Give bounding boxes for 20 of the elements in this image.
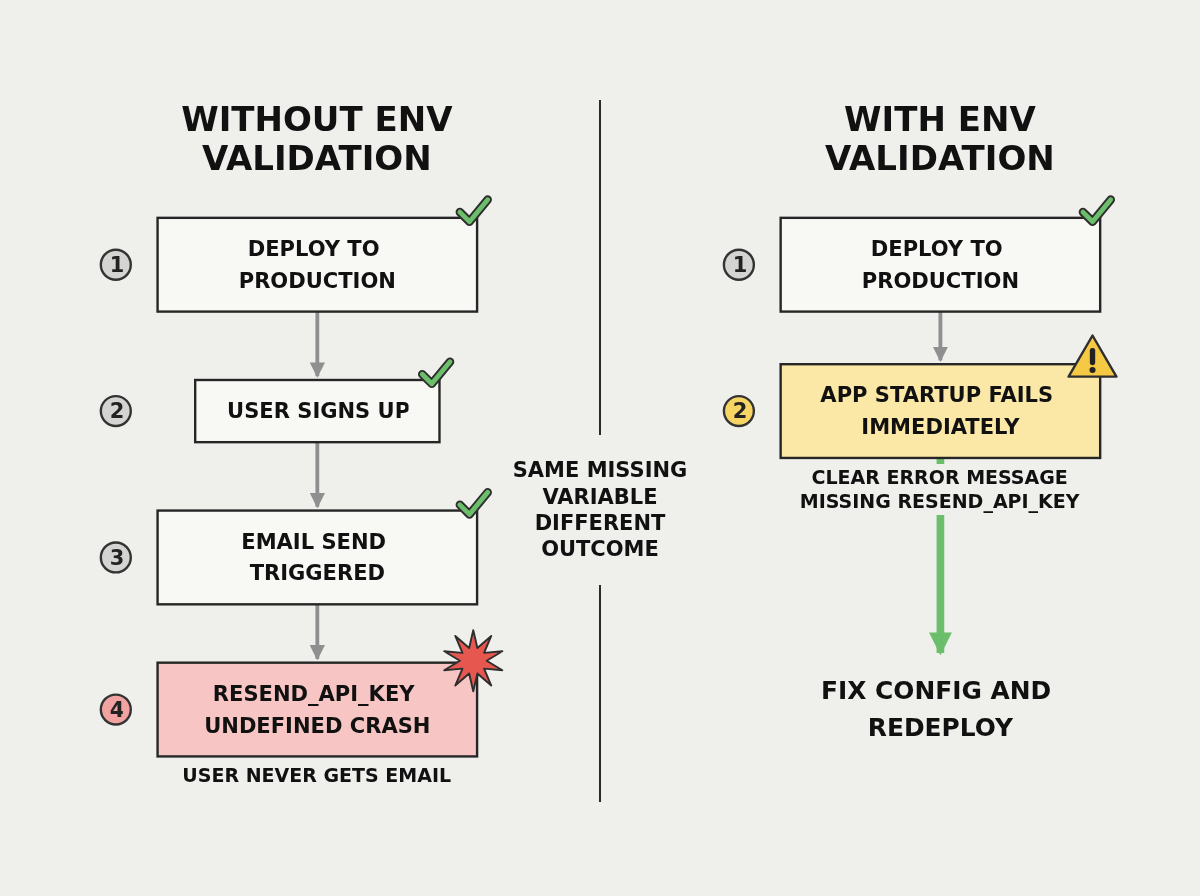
outcome-text: FIX CONFIG AND REDEPLOY — [819, 675, 1052, 745]
column-heading: WITH ENV VALIDATION — [824, 99, 1056, 178]
step-text: DEPLOY TO PRODUCTION — [237, 235, 397, 295]
step-number: 1 — [731, 251, 746, 279]
step-number: 2 — [731, 398, 746, 426]
step-number: 4 — [108, 696, 123, 724]
step-number: 3 — [108, 544, 123, 572]
step-text: RESEND_API_KEY UNDEFINED CRASH — [202, 680, 431, 740]
arrow — [309, 442, 325, 509]
step-text: USER SIGNS UP — [225, 398, 409, 426]
step-text: APP STARTUP FAILS IMMEDIATELY — [818, 382, 1054, 441]
step-number: 1 — [108, 251, 123, 279]
step-text: EMAIL SEND TRIGGERED — [239, 528, 387, 588]
arrow — [309, 604, 325, 661]
arrow — [932, 311, 948, 362]
step-number: 2 — [108, 398, 123, 426]
arrow — [309, 311, 325, 378]
column-heading: WITHOUT ENV VALIDATION — [180, 99, 454, 178]
comparison-note: SAME MISSING VARIABLE DIFFERENT OUTCOME — [511, 457, 689, 563]
step-text: DEPLOY TO PRODUCTION — [860, 235, 1020, 295]
